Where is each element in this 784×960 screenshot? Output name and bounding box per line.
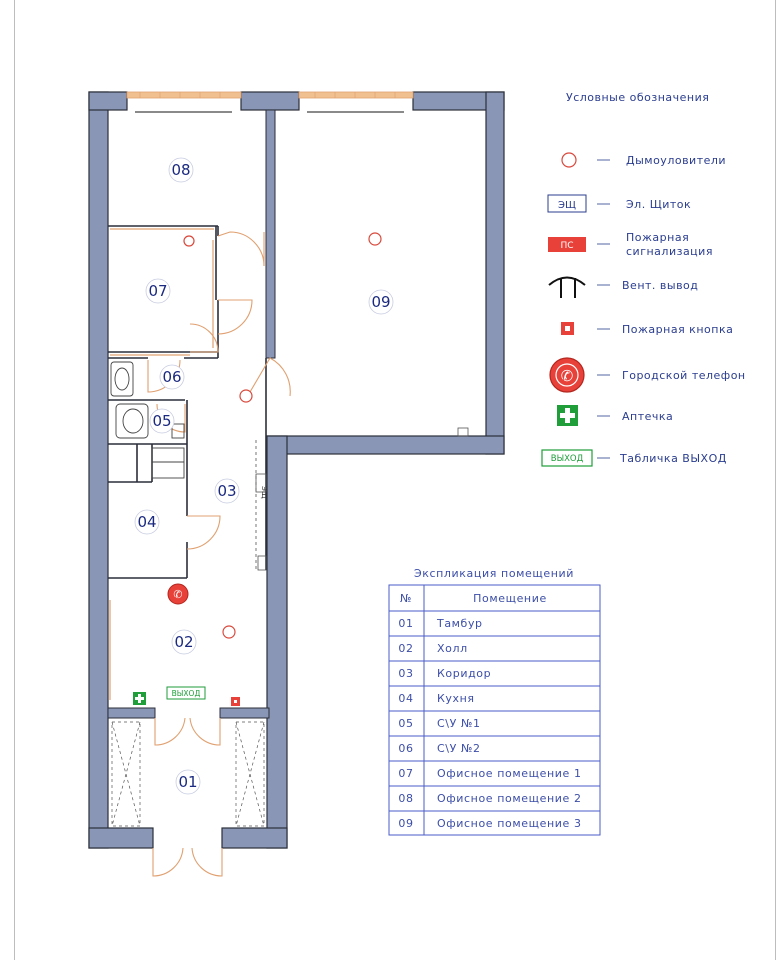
explication-title: Экспликация помещений [414, 567, 574, 580]
table-row-name: Тамбур [436, 617, 483, 630]
first-aid-icon [557, 405, 578, 426]
partition-08-09 [265, 109, 276, 359]
table-row-num: 04 [398, 692, 413, 705]
room-07-label: 07 [148, 282, 167, 300]
table-row-name: С\У №2 [437, 742, 481, 755]
sheet-border [14, 0, 776, 960]
table-row-num: 07 [398, 767, 413, 780]
table-row-num: 03 [398, 667, 413, 680]
smoke-detector-icon [561, 152, 577, 168]
partitions [108, 225, 267, 579]
legend-alarm-label-1: Пожарная [626, 231, 689, 244]
table-row-name: Офисное помещение 1 [437, 767, 582, 780]
table-header-num: № [400, 592, 412, 605]
room-01-label: 01 [178, 773, 197, 791]
legend-aid-label: Аптечка [622, 410, 673, 423]
smoke-detector-icon [222, 625, 236, 639]
legend-vent-label: Вент. вывод [622, 279, 698, 292]
top-wall-left [88, 91, 128, 111]
exterior-walls [88, 91, 505, 849]
room-06-label: 06 [162, 368, 181, 386]
svg-text:ВЫХОД: ВЫХОД [551, 454, 584, 464]
table-row-name: С\У №1 [437, 717, 481, 730]
vent-outlet-icon [548, 276, 586, 298]
room-03-label: 03 [217, 482, 236, 500]
svg-text:ЭЩ: ЭЩ [558, 200, 576, 211]
room-09-label: 09 [371, 293, 390, 311]
table-row-num: 02 [398, 642, 413, 655]
bottom-wall-right [221, 827, 288, 849]
legend-title: Условные обозначения [566, 91, 709, 104]
table-row-num: 09 [398, 817, 413, 830]
table-row-num: 01 [398, 617, 413, 630]
tambur-wall-left [107, 707, 156, 719]
room-02-label: 02 [174, 633, 193, 651]
table-row-name: Офисное помещение 3 [437, 817, 582, 830]
table-row-name: Холл [437, 642, 468, 655]
room-labels: 08 07 09 06 05 03 04 02 01 [134, 157, 394, 795]
phone-icon: ✆ [167, 583, 189, 605]
interior-walls [107, 109, 276, 719]
corridor-fittings [255, 427, 469, 571]
right-wall-09 [485, 91, 505, 455]
smoke-detector-icon [239, 389, 253, 403]
svg-text:✆: ✆ [561, 367, 574, 385]
bottom-wall-09 [266, 435, 505, 455]
table-row-name: Офисное помещение 2 [437, 792, 582, 805]
room-04-label: 04 [137, 513, 156, 531]
svg-text:✆: ✆ [173, 588, 182, 601]
left-wall [88, 91, 109, 849]
svg-text:ПС: ПС [560, 241, 573, 251]
smoke-detector-icon [183, 235, 195, 247]
glass-partition [109, 228, 214, 700]
legend-smoke-label: Дымоуловители [626, 154, 726, 167]
windows [126, 91, 414, 113]
legend-firebtn-label: Пожарная кнопка [622, 323, 733, 336]
exit-sign-icon: ВЫХОД [541, 449, 593, 467]
tambur-wardrobes [111, 721, 265, 827]
room-08-label: 08 [171, 161, 190, 179]
sanitary-fixtures [110, 361, 185, 479]
table-row-num: 08 [398, 792, 413, 805]
table-row-num: 05 [398, 717, 413, 730]
bottom-wall-left [88, 827, 154, 849]
smoke-detector-icon [368, 232, 382, 246]
fire-button-icon [561, 322, 574, 335]
phone-icon: ✆ [549, 357, 585, 393]
table-row-name: Кухня [437, 692, 475, 705]
first-aid-icon [133, 692, 146, 705]
right-wall-corridor [266, 435, 288, 849]
table-row-num: 06 [398, 742, 413, 755]
svg-text:ВЫХОД: ВЫХОД [172, 689, 201, 698]
legend-alarm-label-2: сигнализация [626, 245, 713, 258]
table-header-name: Помещение [473, 592, 547, 605]
legend: Условные обозначения Дымоуловители ЭЩ Эл… [541, 91, 746, 467]
panel-mark: ЭЩ [260, 486, 268, 499]
fire-button-icon [231, 697, 240, 706]
smoke-detectors [183, 232, 382, 639]
room-05-label: 05 [152, 412, 171, 430]
explication-table: Экспликация помещений № Помещение 01 Там… [388, 567, 601, 836]
top-wall-middle [240, 91, 300, 111]
electric-panel-icon [547, 194, 587, 213]
legend-panel-label: Эл. Щиток [626, 198, 691, 211]
table-row-name: Коридор [437, 667, 491, 680]
tambur-wall-right [219, 707, 270, 719]
exit-sign: ВЫХОД [166, 686, 206, 700]
fire-alarm-icon [548, 237, 586, 252]
legend-phone-label: Городской телефон [622, 369, 746, 382]
legend-exit-label: Табличка ВЫХОД [619, 452, 727, 465]
